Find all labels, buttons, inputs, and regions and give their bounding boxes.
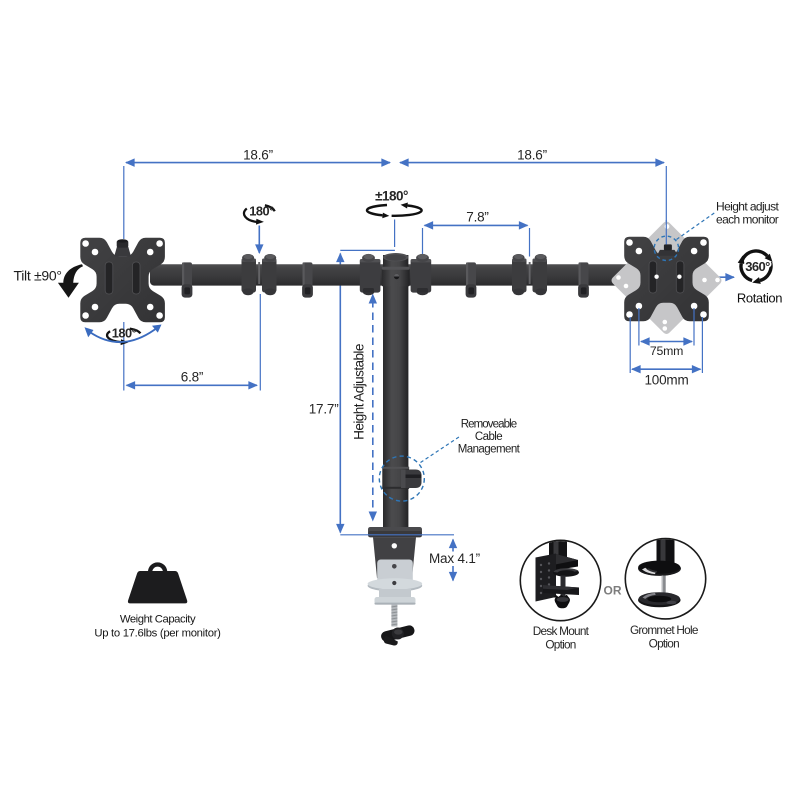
svg-text:17.7”: 17.7” (309, 402, 339, 417)
svg-text:18.6”: 18.6” (243, 148, 273, 163)
svg-text:7.8”: 7.8” (466, 209, 488, 224)
svg-text:360°: 360° (745, 259, 770, 274)
svg-text:OR: OR (604, 584, 622, 598)
svg-text:each monitor: each monitor (716, 213, 779, 227)
svg-text:6.8”: 6.8” (181, 370, 203, 385)
svg-text:±180°: ±180° (375, 188, 408, 203)
svg-text:Height Adjustable: Height Adjustable (352, 344, 367, 440)
svg-text:75mm: 75mm (650, 344, 683, 358)
svg-text:18.6”: 18.6” (517, 148, 547, 163)
svg-text:Cable: Cable (475, 431, 502, 443)
svg-text:100mm: 100mm (644, 373, 688, 388)
svg-text:Option: Option (545, 638, 575, 652)
svg-text:Desk Mount: Desk Mount (533, 624, 590, 638)
svg-text:180°: 180° (249, 204, 274, 219)
svg-text:Max 4.1”: Max 4.1” (429, 551, 480, 566)
svg-text:Height adjust: Height adjust (716, 200, 780, 214)
svg-text:Tilt ±90°: Tilt ±90° (14, 268, 62, 284)
svg-text:Option: Option (649, 637, 679, 651)
svg-text:180°: 180° (112, 325, 137, 340)
svg-text:Rotation: Rotation (737, 291, 782, 306)
svg-text:Grommet Hole: Grommet Hole (630, 623, 699, 637)
svg-text:Up to 17.6lbs (per monitor): Up to 17.6lbs (per monitor) (94, 628, 221, 640)
svg-text:Weight Capacity: Weight Capacity (120, 614, 196, 626)
svg-text:Removeable: Removeable (461, 419, 517, 431)
svg-text:Management: Management (458, 444, 521, 456)
